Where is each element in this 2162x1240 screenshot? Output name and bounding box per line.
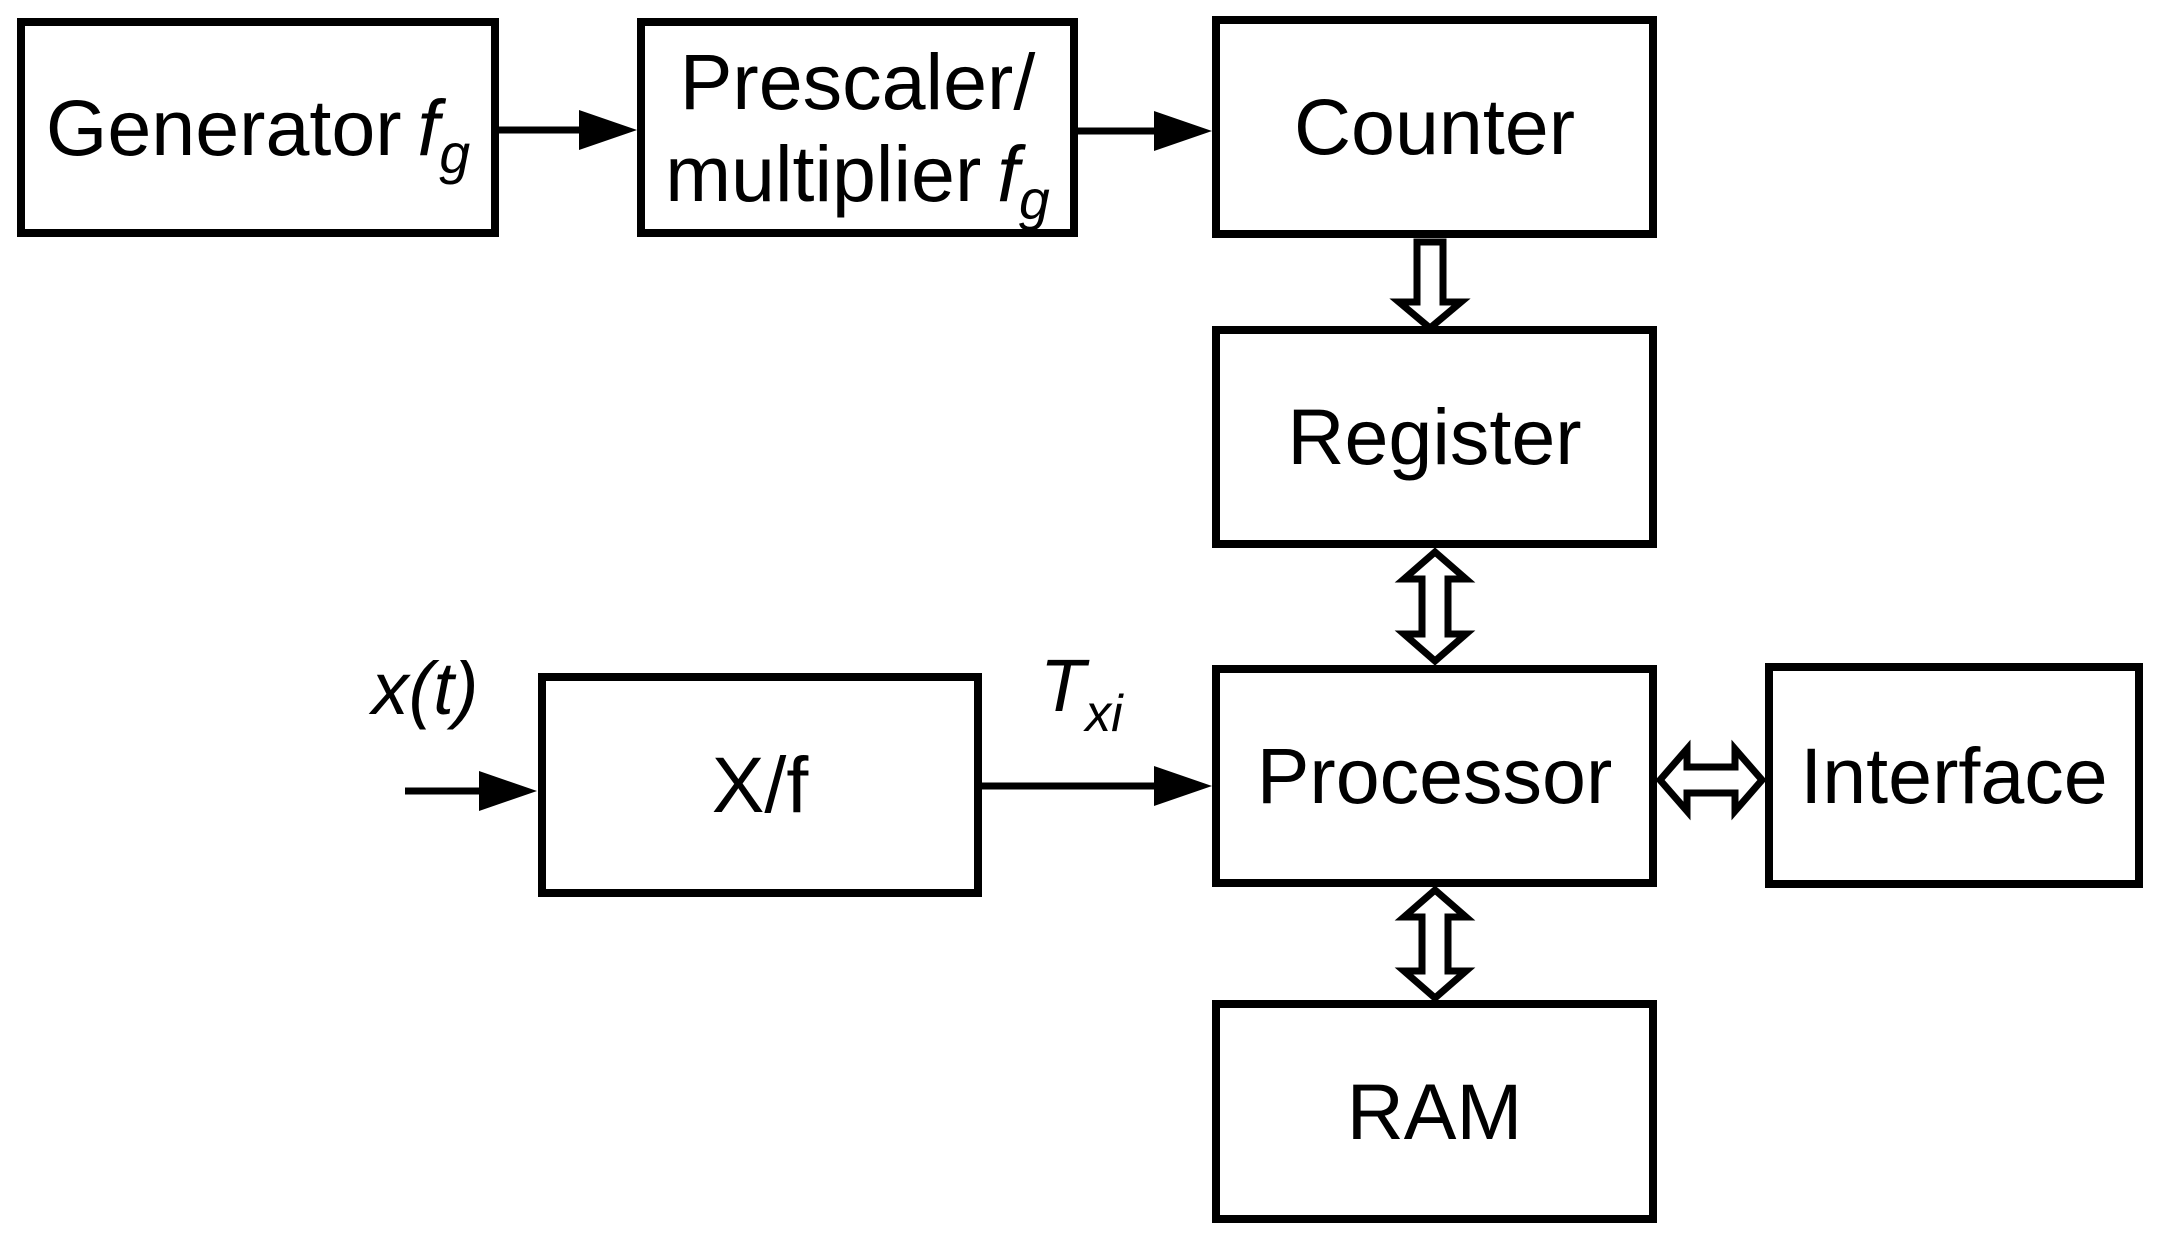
input-signal-label: x(t): [371, 647, 479, 730]
register-label: Register: [1287, 392, 1582, 482]
processor-block: Processor: [1212, 665, 1657, 887]
ram-label: RAM: [1346, 1066, 1523, 1156]
block-arrow-register-processor: [1394, 547, 1476, 666]
interface-label: Interface: [1800, 730, 2108, 820]
counter-label: Counter: [1293, 82, 1576, 172]
arrow-prescaler-to-counter: [1078, 111, 1212, 151]
block-arrow-processor-ram: [1394, 885, 1476, 1003]
xf-converter-label: X/f: [711, 740, 809, 830]
processor-label: Processor: [1256, 731, 1613, 821]
register-block: Register: [1212, 326, 1657, 548]
arrow-xf-to-processor: [982, 766, 1212, 806]
arrow-generator-to-prescaler: [499, 110, 637, 150]
arrow-input-to-xf: [405, 771, 537, 811]
xf-converter-block: X/f: [538, 673, 982, 897]
measured-interval-label: Txi: [1040, 644, 1123, 742]
interface-block: Interface: [1765, 663, 2143, 888]
counter-block: Counter: [1212, 16, 1657, 238]
block-arrow-processor-interface: [1655, 739, 1767, 821]
ram-block: RAM: [1212, 1000, 1657, 1223]
block-arrow-counter-to-register: [1389, 238, 1471, 333]
